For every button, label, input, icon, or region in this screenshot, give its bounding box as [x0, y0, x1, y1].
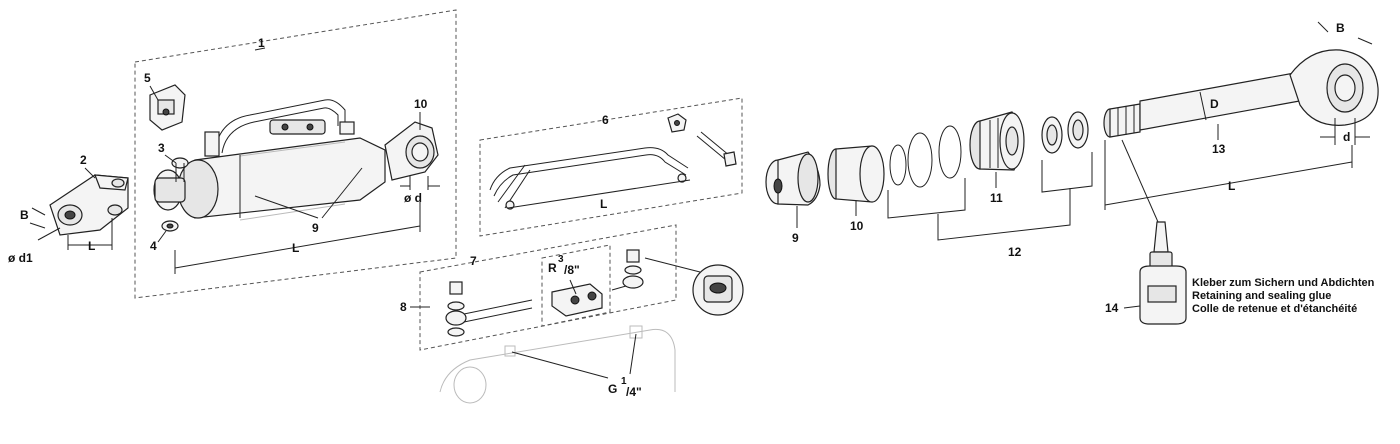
callout-6: 6	[602, 113, 609, 127]
dim-d1: ø d1	[8, 251, 33, 265]
dim-d-cylinder: ø d	[404, 191, 422, 205]
dim-D: D	[1210, 97, 1219, 111]
assembly-6-box: 6 L	[479, 97, 743, 237]
piston-seals: 12	[937, 111, 1093, 259]
thread-R-main: R	[548, 261, 557, 275]
assembly-1-box: 1	[134, 9, 457, 299]
glue-note-french: Colle de retenue et d'étanchéité	[1192, 303, 1357, 315]
cylinder-body: 3 10 ø d 4 9 L	[150, 97, 440, 274]
callout-5: 5	[144, 71, 151, 85]
gland-part-9: 9	[765, 151, 821, 245]
callout-7: 7	[470, 254, 477, 268]
callout-13: 13	[1212, 142, 1226, 156]
dim-L-rod: L	[1228, 179, 1235, 193]
piston-part-11: 11	[969, 111, 1025, 205]
dim-L-yoke: L	[88, 239, 95, 253]
callout-11: 11	[990, 191, 1003, 205]
dim-L-brace: L	[600, 197, 607, 211]
dim-B-right: B	[1336, 21, 1345, 35]
thread-G-sub: /4"	[626, 385, 642, 399]
callout-1: 1	[258, 36, 265, 50]
callout-4: 4	[150, 239, 157, 253]
callout-8: 8	[400, 300, 407, 314]
callout-10-bushing: 10	[850, 219, 864, 233]
dim-B-left: B	[20, 208, 29, 222]
callout-9-cylinder: 9	[312, 221, 319, 235]
thread-G-main: G	[608, 382, 617, 396]
seal-rings	[887, 125, 966, 219]
bracket-part-5: 5	[144, 71, 186, 131]
assembly-7-box: 7 8 R 3 /8" G 1 /4"	[400, 224, 744, 404]
callout-3: 3	[158, 141, 165, 155]
glue-note-german: Kleber zum Sichern und Abdichten	[1192, 277, 1375, 289]
thread-G-sup: 1	[621, 376, 627, 387]
piston-rod-part-13: D 13 B d L	[1103, 21, 1379, 210]
thread-R-sup: 3	[558, 254, 564, 265]
callout-14: 14	[1105, 301, 1119, 315]
thread-R-sub: /8"	[564, 263, 580, 277]
bushing-part-10: 10	[827, 145, 885, 233]
clevis-yoke-part-2: 2 B ø d1 L	[8, 153, 129, 265]
callout-9-gland: 9	[792, 231, 799, 245]
callout-2: 2	[80, 153, 87, 167]
callout-10-cylinder: 10	[414, 97, 428, 111]
glue-note-english: Retaining and sealing glue	[1192, 290, 1331, 302]
glue-bottle-part-14: 14 Kleber zum Sichern und Abdichten Reta…	[1105, 139, 1375, 325]
dim-d-right: d	[1343, 130, 1350, 144]
callout-12: 12	[1008, 245, 1022, 259]
dim-L-cylinder: L	[292, 241, 299, 255]
